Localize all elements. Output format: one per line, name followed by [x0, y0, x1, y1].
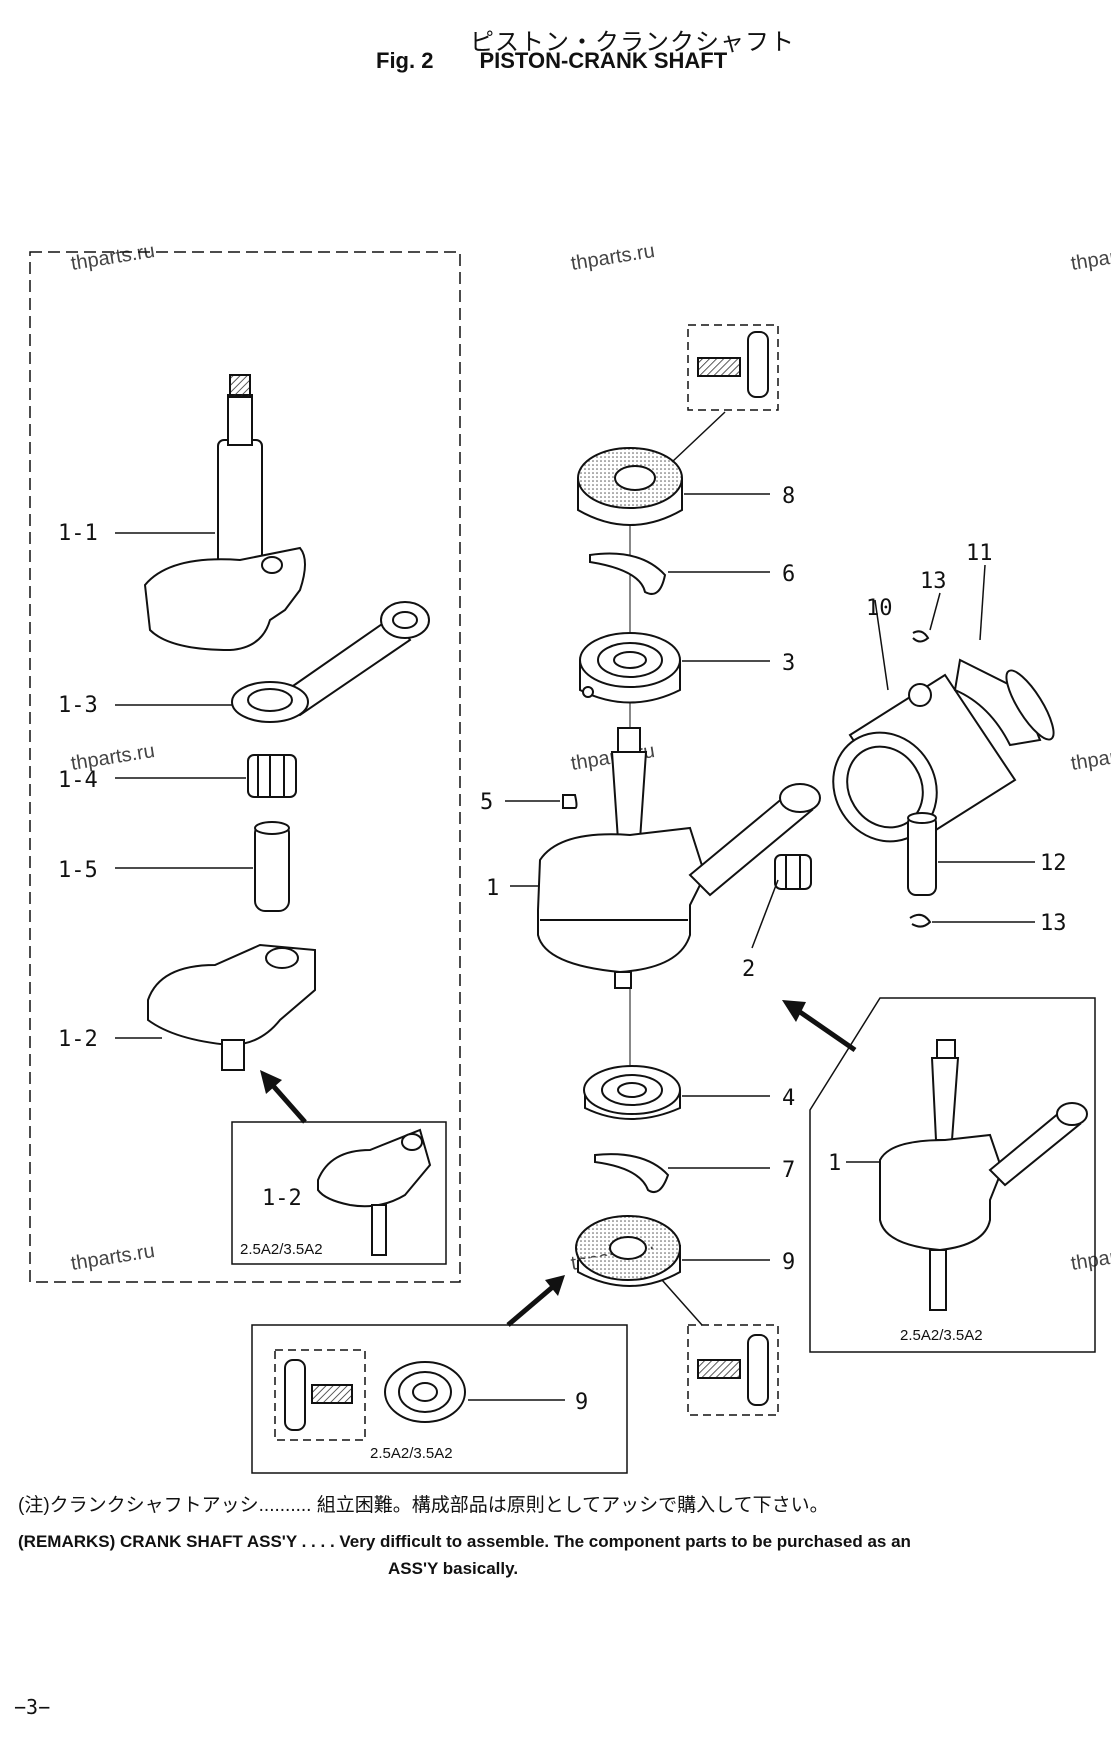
- circlip-7-drawing: [594, 1153, 670, 1194]
- label-1-5: 1-5: [58, 858, 98, 883]
- connecting-rod-drawing: [231, 601, 430, 723]
- label-5: 5: [480, 790, 493, 815]
- watermark-text: thparts.ru: [69, 1240, 156, 1275]
- pointer-arrowhead: [260, 1070, 282, 1094]
- seal-detail-box-top: [687, 324, 779, 411]
- needle-bearing-2-drawing: [774, 854, 812, 890]
- remarks-japanese: (注)クランクシャフトアッシ.......... 組立困難。構成部品は原則として…: [18, 1495, 829, 1516]
- piston-pin-clip-drawing: [909, 913, 932, 928]
- label-8: 8: [782, 484, 795, 509]
- crank-pin-drawing: [254, 821, 290, 912]
- label-4: 4: [782, 1086, 795, 1111]
- crankshaft-assembly-box: [29, 251, 461, 1283]
- woodruff-key-5-drawing: [562, 794, 578, 809]
- inset-crank-web-drawing: [317, 1128, 432, 1256]
- oil-seal-8-drawing: [577, 447, 683, 526]
- piston-pin-drawing: [907, 812, 937, 896]
- label-9: 9: [782, 1250, 795, 1275]
- figure-title-english: PISTON-CRANK SHAFT: [479, 48, 728, 73]
- inset-box-crankshaft: [809, 997, 1096, 1353]
- watermark-text: thparts.ru: [1069, 240, 1111, 275]
- seal-detail-box-bottom: [687, 1324, 779, 1416]
- piston-drawing: [832, 673, 1017, 843]
- inset-box-oil-seal: [251, 1324, 628, 1474]
- label-13-top: 13: [920, 569, 947, 594]
- figure-number: Fig. 2: [376, 48, 434, 73]
- pointer-arrowhead: [782, 1000, 806, 1022]
- leader-line: [671, 411, 726, 463]
- leader-line: [874, 599, 889, 691]
- label-1-4: 1-4: [58, 768, 98, 793]
- inset-oil-seal-drawing: [384, 1361, 466, 1423]
- watermark-text: thparts.ru: [569, 240, 656, 275]
- circlip-6-drawing: [589, 552, 667, 595]
- page-number: −3−: [14, 1695, 51, 1719]
- title-japanese: ピストン・クランクシャフト: [470, 29, 795, 56]
- model-tag-inset-right: 2.5A2/3.5A2: [900, 1327, 983, 1344]
- crank-web-lower-drawing: [147, 943, 316, 1071]
- leader-line: [661, 1279, 703, 1326]
- model-tag-inset-left: 2.5A2/3.5A2: [240, 1241, 323, 1258]
- label-12: 12: [1040, 851, 1067, 876]
- label-1-inset: 1: [828, 1151, 841, 1176]
- inset-crankshaft-drawing: [879, 1039, 1088, 1311]
- remarks-english-line2: ASS'Y basically.: [388, 1559, 519, 1578]
- watermark-text: thparts.ru: [1069, 740, 1111, 775]
- piston-pin-clip-drawing: [912, 630, 930, 643]
- label-1-1: 1-1: [58, 521, 98, 546]
- label-1-3: 1-3: [58, 693, 98, 718]
- crankshaft-assembly-drawing: [536, 727, 821, 989]
- label-6: 6: [782, 562, 795, 587]
- watermark-text: thparts.ru: [69, 240, 156, 275]
- figure-title: Fig. 2 PISTON-CRANK SHAFT: [376, 48, 727, 74]
- label-1: 1: [486, 876, 499, 901]
- label-3: 3: [782, 651, 795, 676]
- leader-line: [979, 564, 986, 641]
- label-13-bottom: 13: [1040, 911, 1067, 936]
- label-11: 11: [966, 541, 993, 566]
- label-1-2: 1-2: [58, 1027, 98, 1052]
- label-10: 10: [866, 596, 893, 621]
- seal-detail-drawing: [697, 331, 769, 398]
- label-9-inset: 9: [575, 1390, 588, 1415]
- model-tag-inset-bottom: 2.5A2/3.5A2: [370, 1445, 453, 1462]
- piston-ring-drawing: [953, 658, 1055, 747]
- remarks-english-line1: (REMARKS) CRANK SHAFT ASS'Y . . . . Very…: [18, 1532, 911, 1551]
- pointer-arrow: [266, 1078, 307, 1124]
- label-7: 7: [782, 1158, 795, 1183]
- pointer-arrow: [798, 1009, 857, 1053]
- seal-detail-drawing: [697, 1334, 769, 1406]
- oil-seal-9-drawing: [575, 1215, 681, 1287]
- crank-web-upper-drawing: [143, 374, 306, 652]
- needle-bearing-drawing: [247, 754, 297, 798]
- pointer-arrow: [506, 1283, 557, 1327]
- label-1-2-inset: 1-2: [262, 1186, 302, 1211]
- watermark-text: thparts.ru: [1069, 1240, 1111, 1275]
- ball-bearing-3-drawing: [579, 632, 681, 704]
- leader-line: [929, 592, 941, 631]
- ball-bearing-4-drawing: [583, 1065, 681, 1120]
- inset-seal-detail-drawing: [284, 1359, 353, 1431]
- leader-line: [751, 879, 779, 949]
- inset-box-crank-web: [231, 1121, 447, 1265]
- pointer-arrowhead: [545, 1275, 565, 1296]
- label-2: 2: [742, 957, 755, 982]
- inset-seal-detail-box: [274, 1349, 366, 1441]
